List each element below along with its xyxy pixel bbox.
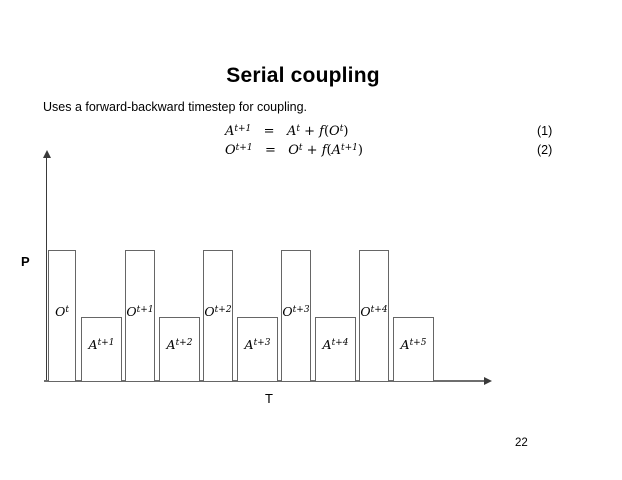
- equation-2: Ot+1 = Ot + f(At+1) (2): [225, 142, 622, 160]
- bar-O-t3: Ot+3: [281, 250, 311, 382]
- x-axis-arrowhead-icon: [484, 377, 492, 385]
- bar-label: At+3: [244, 337, 271, 352]
- bar-label: At+4: [322, 337, 349, 352]
- bar-label: Ot+3: [282, 304, 310, 319]
- equation-1: At+1 = At + f(Ot) (1): [225, 123, 622, 141]
- bar-label: Ot: [55, 304, 69, 319]
- bar-label: At+1: [88, 337, 115, 352]
- page-number: 22: [515, 437, 528, 449]
- bar-label: At+2: [166, 337, 193, 352]
- y-axis-line: [46, 157, 47, 382]
- bar-label: Ot+1: [126, 304, 154, 319]
- bar-A-t5: At+5: [393, 317, 434, 382]
- slide-subtitle: Uses a forward-backward timestep for cou…: [43, 100, 308, 114]
- equation-1-body: At+1 = At + f(Ot): [225, 124, 349, 139]
- equation-1-number: (1): [537, 124, 553, 138]
- bar-label: At+5: [400, 337, 427, 352]
- bar-O-t4: Ot+4: [359, 250, 389, 382]
- equation-2-body: Ot+1 = Ot + f(At+1): [225, 143, 363, 158]
- x-axis-label: T: [265, 391, 273, 406]
- y-axis-label: P: [21, 254, 30, 269]
- slide-title: Serial coupling: [226, 64, 380, 87]
- bar-O-t: Ot: [48, 250, 76, 382]
- bar-A-t1: At+1: [81, 317, 122, 382]
- bar-O-t1: Ot+1: [125, 250, 155, 382]
- bar-label: Ot+4: [360, 304, 388, 319]
- equation-2-number: (2): [537, 143, 553, 157]
- bar-A-t3: At+3: [237, 317, 278, 382]
- bar-label: Ot+2: [204, 304, 232, 319]
- bar-O-t2: Ot+2: [203, 250, 233, 382]
- y-axis-arrowhead-icon: [43, 150, 51, 158]
- bar-A-t2: At+2: [159, 317, 200, 382]
- bar-A-t4: At+4: [315, 317, 356, 382]
